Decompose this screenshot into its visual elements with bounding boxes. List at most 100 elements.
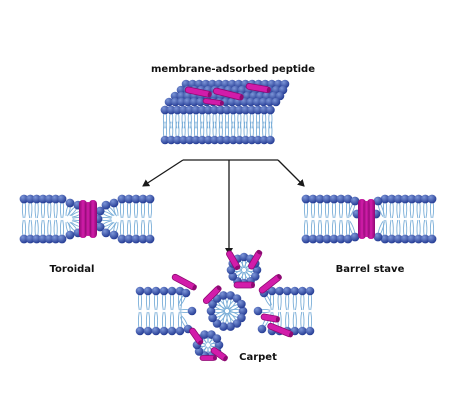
- lipid-head: [237, 299, 246, 309]
- lipid-head: [138, 234, 148, 244]
- lipid-head: [187, 306, 197, 316]
- lipid-head: [301, 194, 311, 204]
- lipid-head: [407, 234, 417, 244]
- lipid-head: [301, 234, 311, 244]
- lipid-head: [44, 234, 54, 244]
- lipid-head: [167, 286, 177, 296]
- lipid-head: [253, 135, 263, 145]
- lipid-head: [160, 135, 170, 145]
- lipid-head: [170, 97, 180, 107]
- lipid-head: [109, 230, 119, 240]
- lipid-head: [210, 105, 219, 115]
- lipid-head: [95, 222, 105, 232]
- lipid-head: [315, 234, 325, 244]
- carpet-peptide: [260, 313, 280, 323]
- lipid-head: [19, 194, 29, 204]
- lipid-head: [200, 330, 209, 339]
- lipid-head: [407, 194, 417, 204]
- lipid-head: [259, 97, 268, 107]
- lipid-head: [101, 228, 111, 238]
- lipid-head: [95, 206, 105, 216]
- lipid-head: [212, 334, 222, 343]
- lipid-head: [197, 105, 207, 115]
- lipid-head: [290, 286, 300, 296]
- lipid-head: [51, 194, 61, 204]
- lipid-head: [185, 105, 195, 115]
- lipid-head: [135, 326, 145, 336]
- lipid-head: [131, 194, 141, 204]
- lipid-head: [252, 97, 262, 107]
- lipid-head: [175, 326, 185, 336]
- lipid-head: [394, 234, 403, 244]
- lipid-head: [166, 135, 176, 145]
- lipid-head: [216, 135, 226, 145]
- lipid-head: [400, 234, 410, 244]
- lipid-head: [51, 234, 61, 244]
- lipid-head: [266, 105, 275, 115]
- lipid-head: [216, 105, 226, 115]
- lipid-head: [185, 135, 195, 145]
- lipid-head: [238, 306, 248, 316]
- lipid-head: [44, 194, 54, 204]
- membrane-adsorbed-bilayer: [160, 79, 290, 145]
- lipid-head: [25, 234, 35, 244]
- toroidal-pore-diagram: [19, 194, 155, 244]
- lipid-head: [38, 194, 48, 204]
- lipid-head: [427, 234, 437, 244]
- lipid-head: [257, 324, 267, 334]
- lipid-head: [228, 105, 238, 115]
- lipid-head: [267, 286, 277, 296]
- lipid-head: [240, 97, 249, 107]
- lipid-head: [145, 234, 155, 244]
- lipid-head: [232, 319, 242, 328]
- lipid-head: [394, 194, 403, 204]
- lipid-head: [194, 347, 204, 356]
- lipid-head: [336, 194, 346, 204]
- label-barrel-stave: Barrel stave: [336, 264, 405, 275]
- carpet-peptide: [189, 327, 203, 345]
- lipid-head: [196, 97, 205, 107]
- lipid-head: [151, 326, 161, 336]
- lipid-head: [57, 234, 67, 244]
- lipid-head: [315, 194, 325, 204]
- lipid-head: [166, 105, 176, 115]
- lipid-head: [204, 105, 213, 115]
- lipid-head: [252, 265, 262, 275]
- lipid-head: [247, 105, 257, 115]
- barrel-stave-peptide: [363, 201, 370, 237]
- lipid-head: [173, 105, 182, 115]
- lipid-head: [322, 234, 332, 244]
- label-membrane-adsorbed-peptide: membrane-adsorbed peptide: [151, 64, 315, 75]
- lipid-head: [226, 291, 235, 300]
- lipid-head: [173, 135, 182, 145]
- lipid-head: [214, 340, 224, 350]
- lipid-head: [253, 105, 263, 115]
- lipid-head: [160, 105, 170, 115]
- lipid-head: [204, 135, 213, 145]
- lipid-head: [135, 286, 145, 296]
- lipid-head: [206, 306, 216, 316]
- label-toroidal: Toroidal: [50, 264, 95, 275]
- lipid-head: [65, 230, 75, 240]
- lipid-head: [282, 286, 292, 296]
- lipid-head: [305, 286, 315, 296]
- lipid-head: [228, 135, 238, 145]
- lipid-head: [57, 194, 67, 204]
- lipid-head: [235, 105, 244, 115]
- lipid-head: [387, 234, 397, 244]
- lipid-head: [380, 194, 390, 204]
- barrel-stave-pore-diagram: [301, 194, 437, 244]
- lipid-head: [159, 326, 169, 336]
- lipid-head: [197, 135, 207, 145]
- lipid-head: [124, 234, 134, 244]
- lipid-head: [145, 194, 155, 204]
- lipid-head: [19, 234, 29, 244]
- lipid-head: [241, 105, 250, 115]
- lipid-head: [266, 135, 275, 145]
- lipid-head: [101, 200, 111, 210]
- lipid-head: [246, 97, 256, 107]
- lipid-head: [235, 135, 244, 145]
- lipid-head: [247, 135, 257, 145]
- lipid-head: [226, 265, 236, 275]
- lipid-head: [32, 194, 42, 204]
